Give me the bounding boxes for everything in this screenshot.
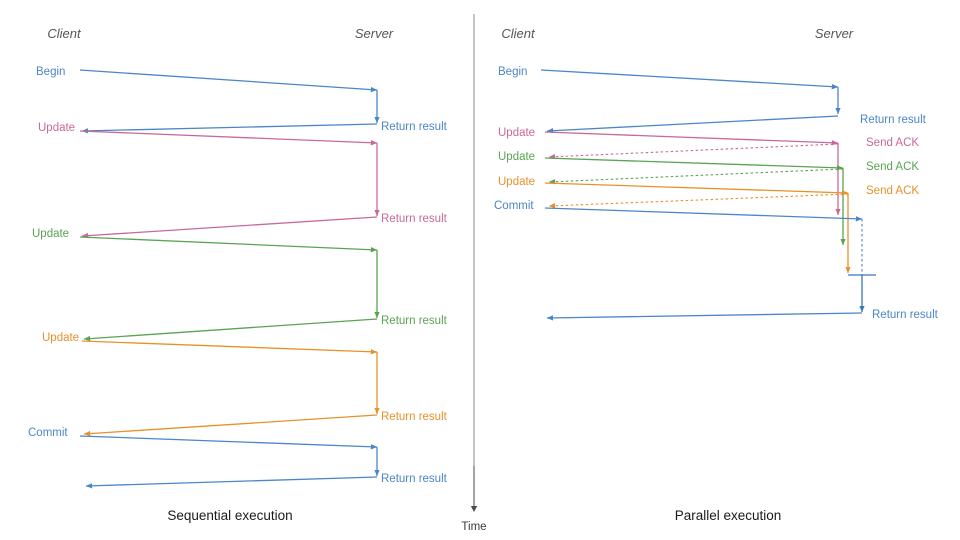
- flow-update2-request: [79, 236, 378, 253]
- server-message-label: Return result: [381, 473, 448, 485]
- lane-header-server: Server: [355, 26, 394, 41]
- flow-begin-request: [540, 69, 839, 90]
- server-message-label: Send ACK: [866, 161, 919, 173]
- client-message-label: Update: [38, 122, 75, 134]
- message-flows: [540, 69, 876, 321]
- flow-begin-request: [79, 69, 378, 93]
- lane-header-client: Client: [47, 26, 82, 41]
- client-message-label: Begin: [36, 66, 65, 78]
- flow-update1-request: [79, 130, 378, 146]
- flow-begin-return: [81, 123, 378, 134]
- flow-update3-request: [544, 182, 849, 196]
- server-message-label: Return result: [872, 309, 939, 321]
- server-message-label: Return result: [381, 213, 448, 225]
- server-message-label: Return result: [860, 114, 927, 126]
- client-message-label: Update: [42, 332, 79, 344]
- server-message-label: Send ACK: [866, 137, 919, 149]
- flow-update3-request: [81, 340, 378, 355]
- flow-update1-return: [81, 216, 378, 239]
- lane-header-client: Client: [501, 26, 536, 41]
- flow-update3-return: [83, 414, 378, 437]
- flow-update1-request: [544, 131, 839, 146]
- time-axis-label: Time: [461, 521, 486, 533]
- client-message-label: Commit: [28, 427, 68, 439]
- time-axis: Time: [461, 466, 487, 533]
- client-message-label: Update: [498, 176, 535, 188]
- panel-caption: Parallel execution: [675, 508, 782, 523]
- flow-update3-ack: [548, 193, 849, 209]
- flow-commit-return: [546, 312, 863, 321]
- server-message-label: Send ACK: [866, 185, 919, 197]
- flow-commit-return: [85, 476, 378, 489]
- lane-header-server: Server: [815, 26, 854, 41]
- client-message-label: Update: [498, 127, 535, 139]
- client-message-label: Begin: [498, 66, 527, 78]
- client-message-label: Update: [32, 228, 69, 240]
- flow-update1-ack: [548, 143, 839, 160]
- server-message-label: Return result: [381, 121, 448, 133]
- panel-caption: Sequential execution: [167, 508, 292, 523]
- flow-commit-request: [79, 435, 378, 450]
- client-message-label: Commit: [494, 200, 534, 212]
- server-message-label: Return result: [381, 315, 448, 327]
- message-flows: [79, 69, 380, 489]
- flow-commit-request: [544, 207, 863, 222]
- time-axis-arrowhead: [470, 506, 478, 512]
- flow-begin-return: [546, 115, 839, 134]
- server-message-label: Return result: [381, 411, 448, 423]
- client-message-label: Update: [498, 151, 535, 163]
- flow-update2-ack: [548, 168, 844, 185]
- flow-update2-request: [544, 157, 844, 171]
- flow-update2-return: [83, 318, 378, 342]
